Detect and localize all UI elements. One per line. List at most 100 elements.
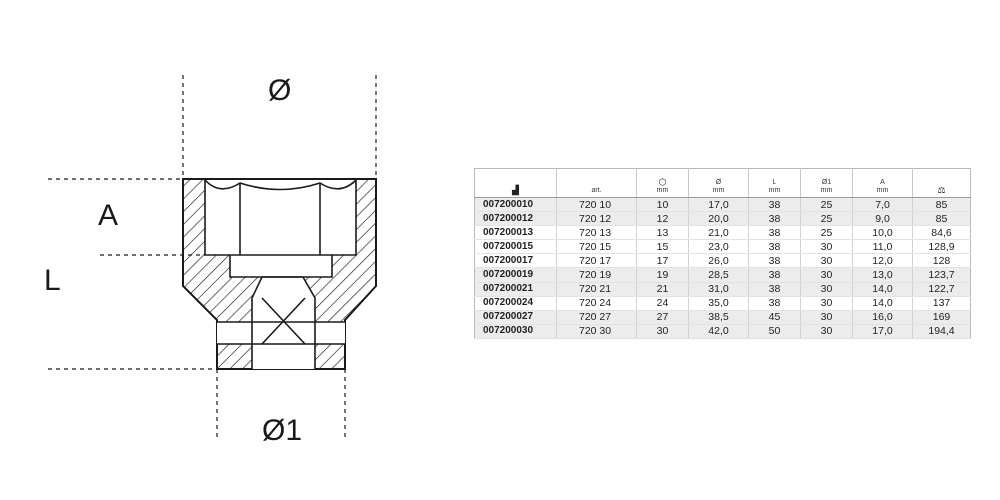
cell-size: 24 [636, 296, 689, 311]
cell-weight: 123,7 [912, 267, 971, 283]
cell-size: 17 [636, 253, 689, 269]
column-header: art. [556, 168, 637, 198]
cell-size: 21 [636, 282, 689, 297]
column-header: ⚖ [912, 168, 971, 198]
column-header-label: Ø [715, 179, 722, 186]
cell-weight: 85 [912, 197, 971, 213]
column-header-unit: mm [656, 187, 669, 194]
cell-code: 007200021 [474, 282, 557, 297]
cell-size: 30 [636, 324, 689, 339]
cell-d: 17,0 [688, 197, 749, 213]
cell-weight: 84,6 [912, 225, 971, 241]
cell-code: 007200030 [474, 324, 557, 339]
l-label: L [44, 264, 61, 297]
cell-weight: 169 [912, 310, 971, 325]
column-header-unit: mm [876, 187, 889, 194]
cell-d: 38,5 [688, 310, 749, 325]
cell-d1: 25 [800, 211, 853, 227]
cell-d: 31,0 [688, 282, 749, 297]
cell-l: 38 [748, 282, 801, 297]
cell-d1: 30 [800, 310, 853, 325]
diameter-label: Ø [268, 74, 291, 107]
socket-section [182, 178, 377, 370]
cell-a: 12,0 [852, 253, 913, 269]
column-header-label: A [880, 179, 885, 186]
cell-a: 11,0 [852, 239, 913, 255]
cell-code: 007200013 [474, 225, 557, 241]
column-header-unit: mm [820, 187, 833, 194]
cell-art: 720 21 [556, 282, 637, 297]
cell-d: 20,0 [688, 211, 749, 227]
weight-icon: ⚖ [937, 185, 946, 195]
cell-weight: 137 [912, 296, 971, 311]
cell-art: 720 17 [556, 253, 637, 269]
cell-weight: 122,7 [912, 282, 971, 297]
column-header-unit: mm [768, 187, 781, 194]
cell-a: 9,0 [852, 211, 913, 227]
cell-code: 007200010 [474, 197, 557, 213]
cell-weight: 85 [912, 211, 971, 227]
cell-d1: 25 [800, 225, 853, 241]
cell-a: 13,0 [852, 267, 913, 283]
cell-art: 720 10 [556, 197, 637, 213]
cell-d1: 30 [800, 239, 853, 255]
cell-size: 13 [636, 225, 689, 241]
cell-l: 45 [748, 310, 801, 325]
diameter1-label: Ø1 [262, 414, 302, 447]
cell-art: 720 27 [556, 310, 637, 325]
cell-size: 15 [636, 239, 689, 255]
cell-size: 12 [636, 211, 689, 227]
column-header-label: L [772, 179, 777, 186]
cell-code: 007200027 [474, 310, 557, 325]
cell-l: 38 [748, 239, 801, 255]
cell-code: 007200024 [474, 296, 557, 311]
cell-weight: 194,4 [912, 324, 971, 339]
cell-d: 23,0 [688, 239, 749, 255]
cell-a: 17,0 [852, 324, 913, 339]
cell-size: 27 [636, 310, 689, 325]
cell-d1: 30 [800, 267, 853, 283]
cell-code: 007200015 [474, 239, 557, 255]
cell-l: 38 [748, 211, 801, 227]
cell-a: 14,0 [852, 296, 913, 311]
cell-l: 38 [748, 197, 801, 213]
cell-l: 38 [748, 267, 801, 283]
cell-d1: 30 [800, 253, 853, 269]
code-icon: ▟ [512, 185, 519, 195]
cell-weight: 128 [912, 253, 971, 269]
cell-d1: 30 [800, 324, 853, 339]
cell-a: 16,0 [852, 310, 913, 325]
cell-art: 720 13 [556, 225, 637, 241]
column-header-unit: mm [712, 187, 725, 194]
cell-size: 10 [636, 197, 689, 213]
cell-a: 7,0 [852, 197, 913, 213]
column-header-label: art. [591, 187, 602, 194]
dimension-lines [48, 75, 377, 438]
cell-a: 14,0 [852, 282, 913, 297]
cell-d: 35,0 [688, 296, 749, 311]
cell-code: 007200019 [474, 267, 557, 283]
cell-d1: 25 [800, 197, 853, 213]
column-header-label: Ø1 [821, 179, 832, 186]
cell-art: 720 19 [556, 267, 637, 283]
column-header: ▟ [474, 168, 557, 198]
cell-d1: 30 [800, 296, 853, 311]
cell-d: 42,0 [688, 324, 749, 339]
